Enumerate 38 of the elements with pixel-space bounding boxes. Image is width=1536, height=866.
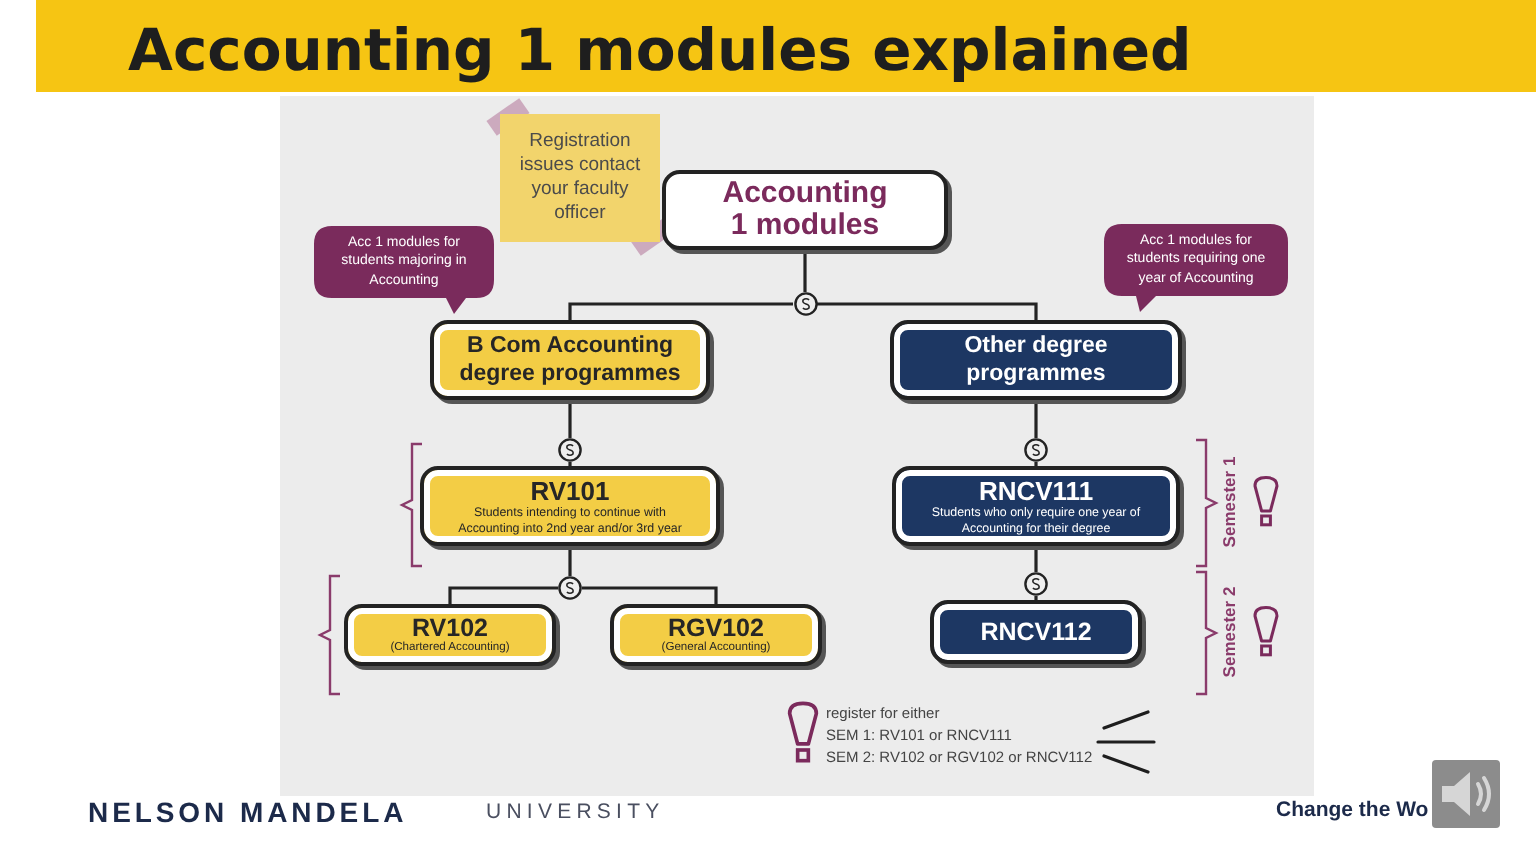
connector-line xyxy=(568,462,572,466)
semester-label: Semester 1 xyxy=(1217,456,1242,548)
university-name: NELSON MANDELA xyxy=(88,796,408,830)
module-code: RNCV111 xyxy=(978,475,1094,505)
connector-line xyxy=(582,586,718,604)
speech-bubble xyxy=(314,226,494,314)
slogan-text: Change the Wo xyxy=(1276,798,1429,824)
connector-line xyxy=(817,302,1038,320)
connector-line xyxy=(1034,546,1038,572)
module-code: RGV102 xyxy=(668,614,764,642)
box-label: Other degree programmes xyxy=(962,332,1110,388)
module-box xyxy=(930,600,1142,664)
module-box xyxy=(344,604,556,666)
module-code: RNCV112 xyxy=(980,618,1092,646)
box-title: Accounting 1 modules xyxy=(720,178,890,242)
connector-line xyxy=(803,250,807,292)
module-code: RV101 xyxy=(530,475,610,505)
module-box xyxy=(892,466,1180,546)
speech-bubble xyxy=(1104,224,1288,312)
sticky-note xyxy=(500,114,660,242)
module-code: RV102 xyxy=(412,614,488,642)
title-box xyxy=(662,170,948,250)
connector-line xyxy=(1034,400,1038,438)
title: Accounting 1 modules explained xyxy=(128,18,1194,84)
university-name: UNIVERSITY xyxy=(486,800,665,826)
module-box xyxy=(610,604,822,666)
module-box xyxy=(430,320,710,400)
connector-line xyxy=(568,302,793,320)
module-box xyxy=(890,320,1182,400)
semester-label: Semester 2 xyxy=(1217,586,1242,678)
connector-line xyxy=(448,586,558,604)
connector-line xyxy=(568,546,572,576)
connector-line xyxy=(568,400,572,438)
module-box xyxy=(420,466,720,546)
box-label: B Com Accounting degree programmes xyxy=(457,332,683,388)
note-text: Registration issues contact your faculty officer xyxy=(517,130,643,226)
connector-line xyxy=(1034,462,1038,466)
connector-line xyxy=(1034,596,1038,600)
